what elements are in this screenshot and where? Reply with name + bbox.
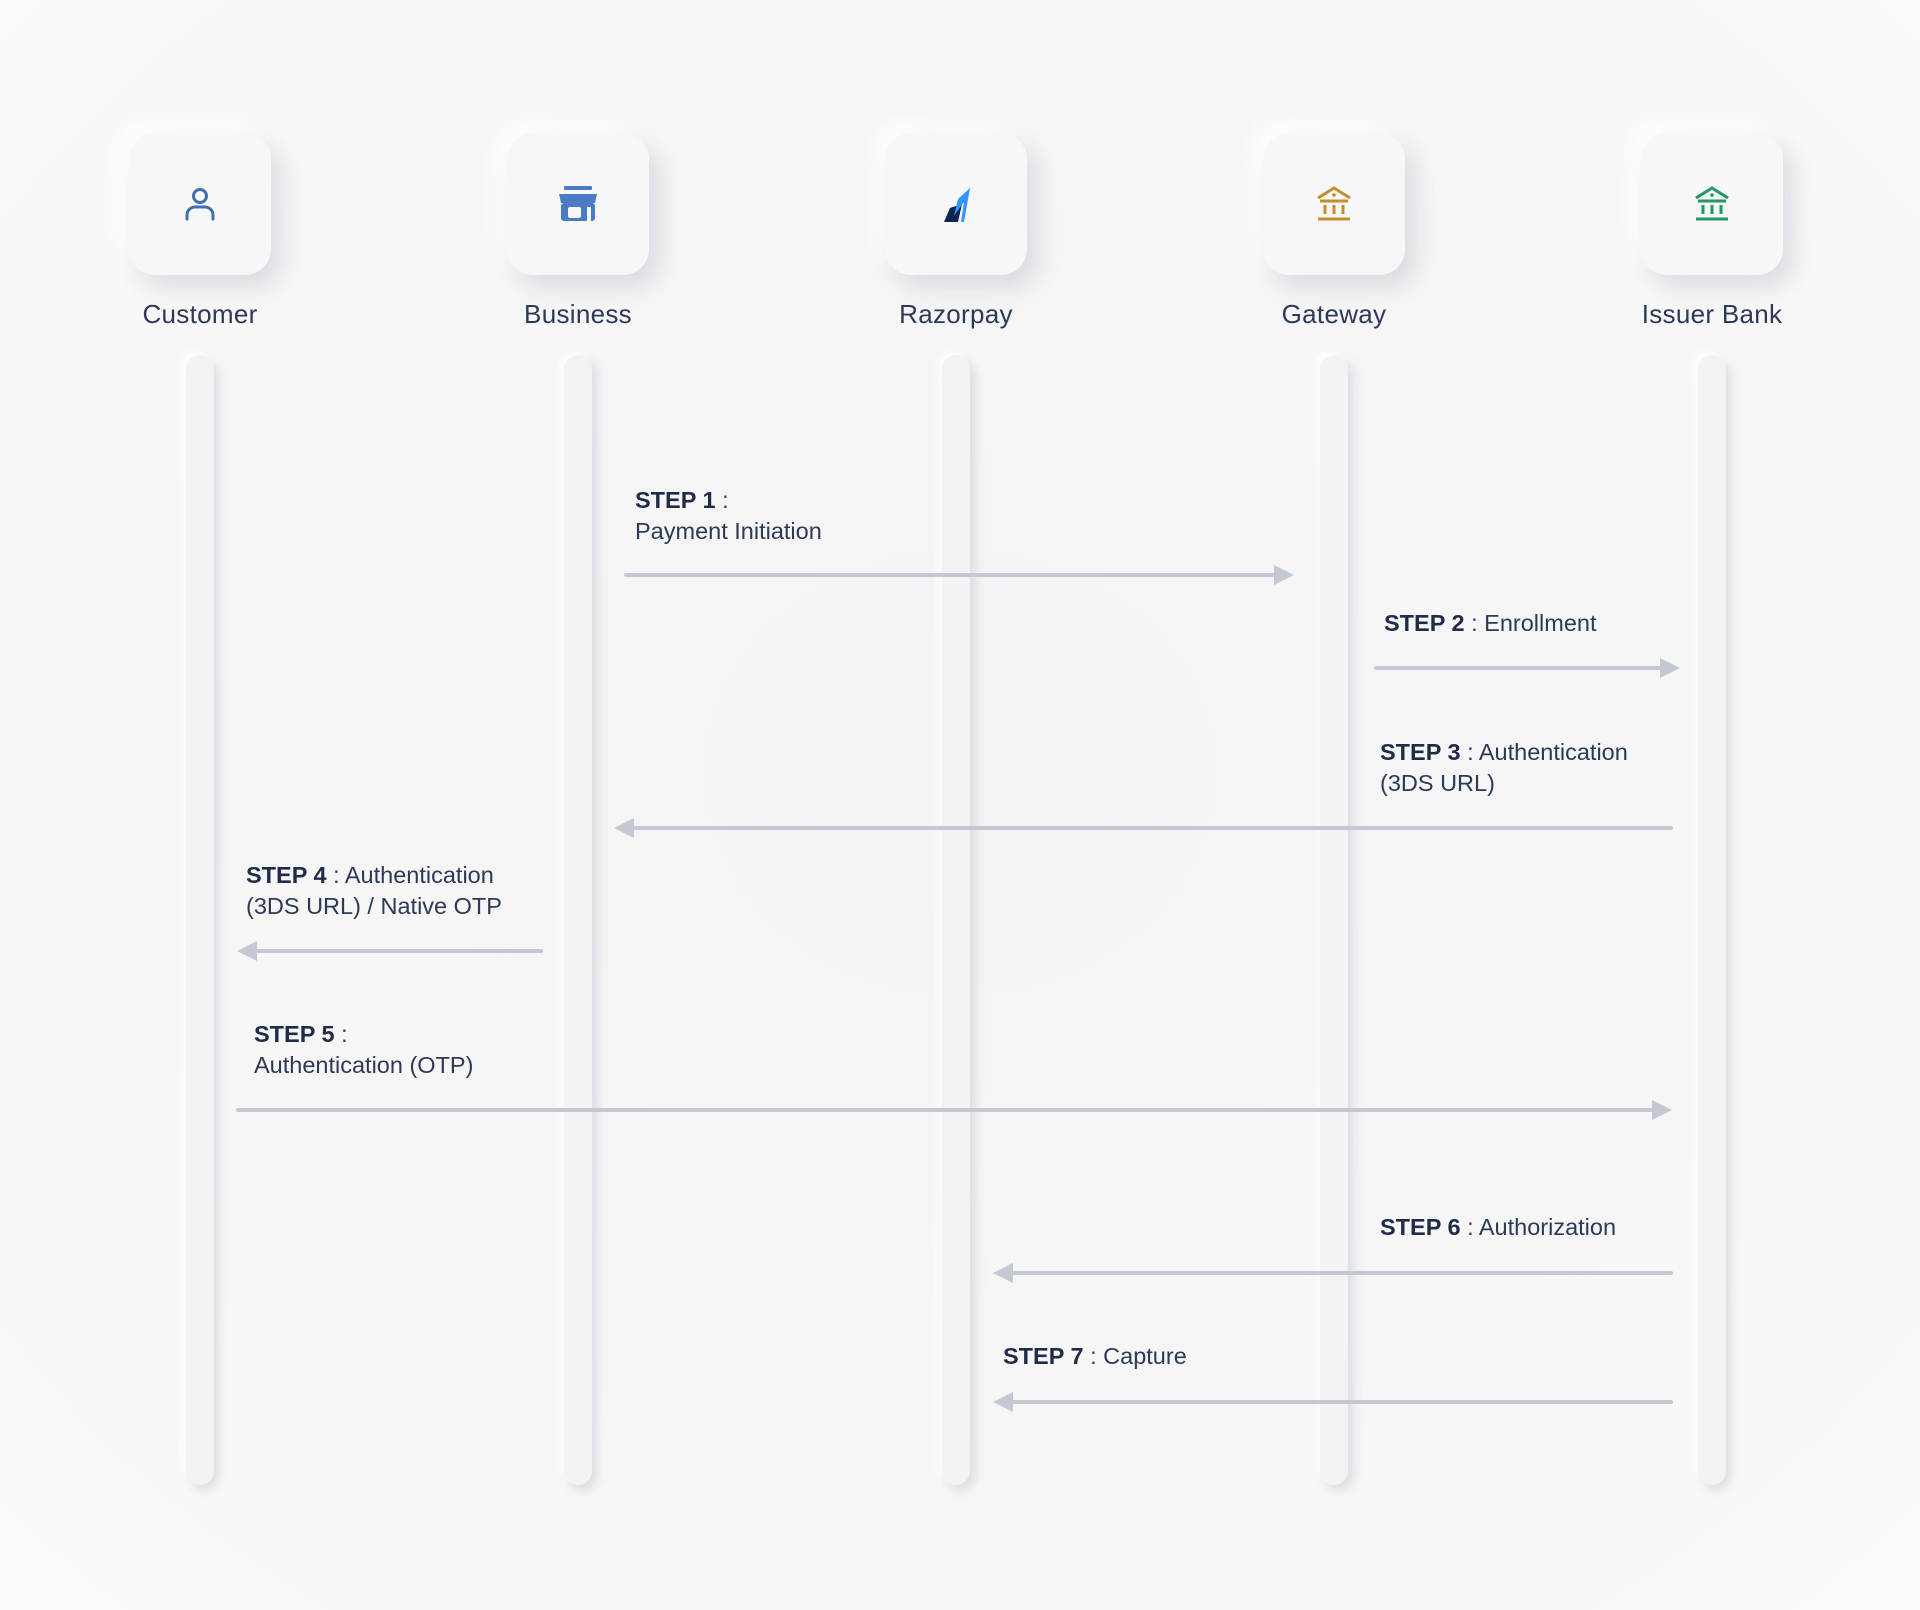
lifeline-razorpay xyxy=(942,355,970,1485)
person-icon xyxy=(185,188,215,221)
razorpay-logo xyxy=(944,188,970,222)
arrow-step-3 xyxy=(614,818,1673,838)
step-number: STEP 4 xyxy=(246,862,327,888)
step-1-label: STEP 1 : Payment Initiation xyxy=(635,485,895,547)
actor-name: Issuer Bank xyxy=(1641,299,1783,329)
step-7-label: STEP 7 : Capture xyxy=(1003,1341,1323,1372)
bank-icon xyxy=(1317,186,1351,221)
step-number: STEP 7 xyxy=(1003,1343,1084,1369)
step-separator: : xyxy=(334,1021,348,1047)
step-text: Payment Initiation xyxy=(635,518,822,544)
step-separator: : xyxy=(1460,1214,1479,1240)
storefront-icon xyxy=(559,186,597,221)
step-2-label: STEP 2 : Enrollment xyxy=(1384,608,1684,639)
actor-name: Customer xyxy=(142,299,258,329)
actor-tile-razorpay xyxy=(885,133,1027,275)
step-5-label: STEP 5 : Authentication (OTP) xyxy=(254,1019,534,1081)
arrow-step-4 xyxy=(237,941,543,961)
actor-tile-issuer-bank xyxy=(1641,133,1783,275)
step-number: STEP 5 xyxy=(254,1021,335,1047)
actor-tile-customer xyxy=(129,133,271,275)
lifeline-gateway xyxy=(1320,355,1348,1485)
step-text: Authentication (3DS URL) xyxy=(1380,739,1628,796)
arrow-step-5 xyxy=(236,1100,1672,1120)
actor-name: Gateway xyxy=(1281,299,1387,329)
arrow-step-1 xyxy=(624,565,1294,585)
step-separator: : xyxy=(326,862,345,888)
actor-tile-gateway xyxy=(1263,133,1405,275)
arrow-step-6 xyxy=(993,1263,1673,1283)
actor-name: Business xyxy=(524,299,632,329)
lifeline-business xyxy=(564,355,592,1485)
step-number: STEP 3 xyxy=(1380,739,1461,765)
bank-icon xyxy=(1695,186,1729,221)
step-6-label: STEP 6 : Authorization xyxy=(1380,1212,1700,1243)
step-text: Capture xyxy=(1103,1343,1187,1369)
arrow-step-7 xyxy=(993,1392,1673,1412)
step-text: Authentication (3DS URL) / Native OTP xyxy=(246,862,502,919)
step-separator: : xyxy=(1460,739,1479,765)
arrow-step-2 xyxy=(1374,658,1680,678)
step-3-label: STEP 3 : Authentication (3DS URL) xyxy=(1380,737,1670,799)
step-text: Authentication (OTP) xyxy=(254,1052,474,1078)
actor-name: Razorpay xyxy=(899,299,1013,329)
step-text: Authorization xyxy=(1478,1214,1617,1240)
step-number: STEP 6 xyxy=(1380,1214,1461,1240)
step-separator: : xyxy=(715,487,729,513)
lifeline-customer xyxy=(186,355,214,1485)
step-4-label: STEP 4 : Authentication (3DS URL) / Nati… xyxy=(246,860,546,922)
step-separator: : xyxy=(1464,610,1485,636)
step-number: STEP 1 xyxy=(635,487,716,513)
actor-tile-business xyxy=(507,133,649,275)
step-text: Enrollment xyxy=(1484,610,1597,636)
step-number: STEP 2 xyxy=(1384,610,1465,636)
step-separator: : xyxy=(1083,1343,1104,1369)
lifeline-issuer-bank xyxy=(1698,355,1726,1485)
